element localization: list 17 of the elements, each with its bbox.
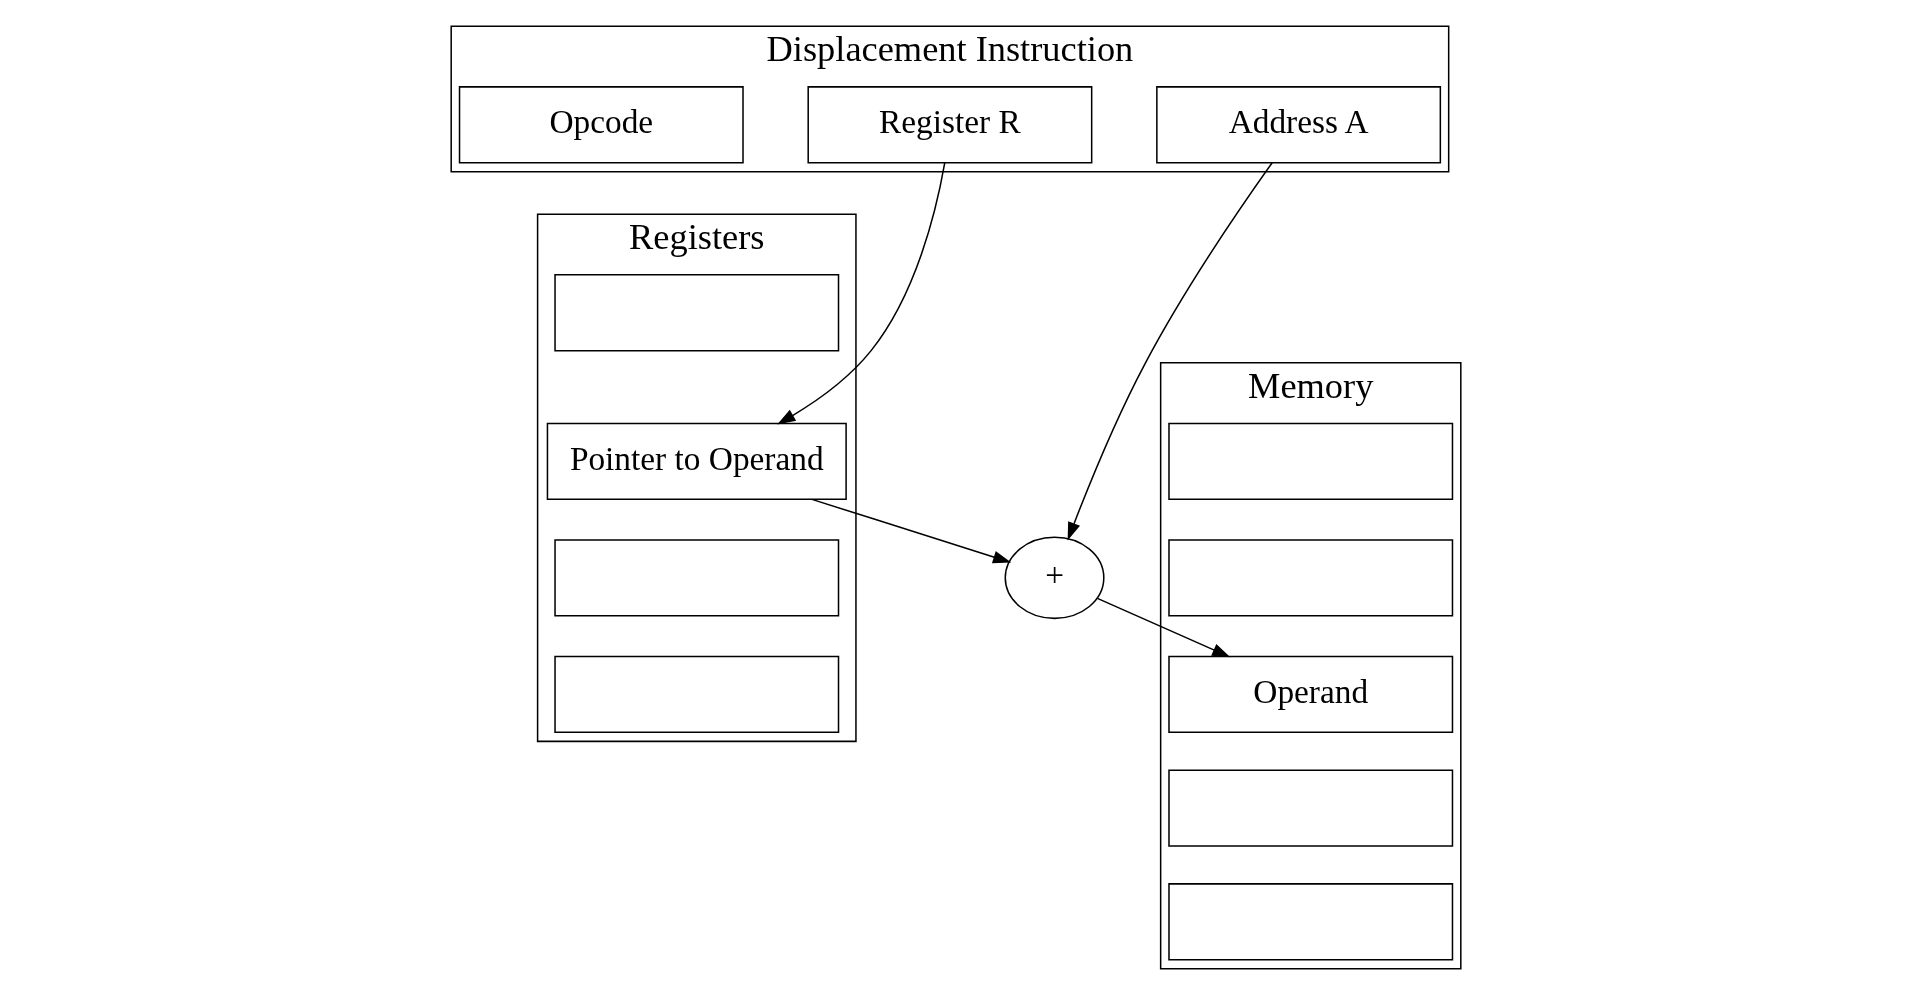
- node-box: Opcode: [458, 86, 744, 164]
- arrow: [811, 498, 1012, 564]
- arrow: [1096, 597, 1231, 658]
- node-box: [1168, 769, 1454, 847]
- node-box: [554, 655, 840, 734]
- node-box: Operand: [1168, 655, 1454, 734]
- node-ellipse: +: [1004, 536, 1105, 620]
- node-box: Pointer to Operand: [546, 422, 847, 500]
- node-box: [1168, 539, 1454, 617]
- node-box: Address A: [1156, 86, 1442, 164]
- node-box: [554, 274, 840, 352]
- arrow: [777, 162, 946, 425]
- node-box: [554, 539, 840, 617]
- node-box: [1168, 422, 1454, 500]
- arrow: [1067, 162, 1273, 541]
- node-box: [1168, 883, 1454, 961]
- node-box: Register R: [807, 86, 1093, 164]
